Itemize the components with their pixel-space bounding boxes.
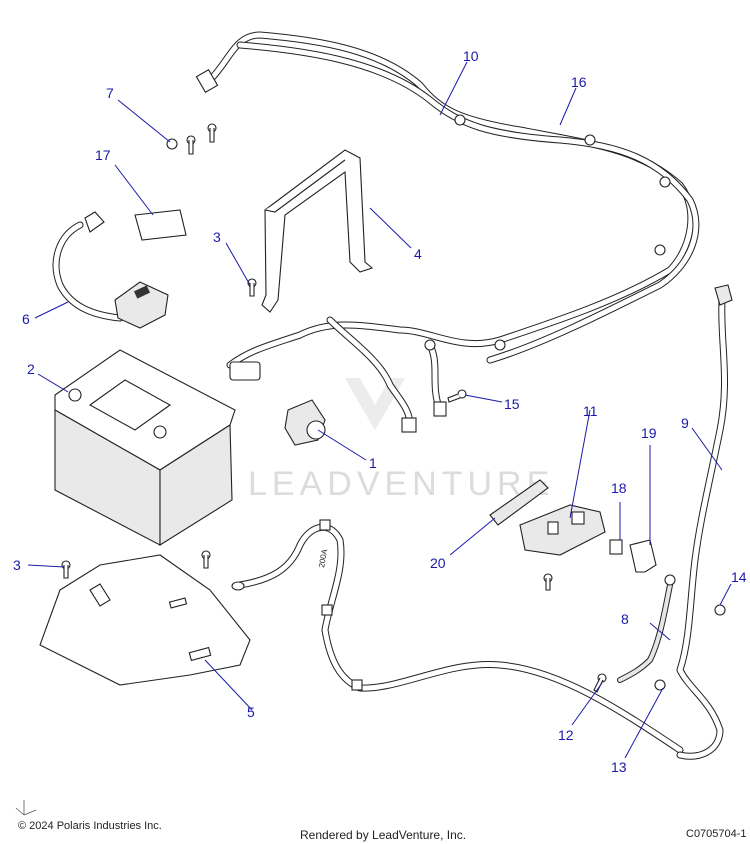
rendered-by-text: Rendered by LeadVenture, Inc. xyxy=(300,828,467,842)
cable-label: 200A xyxy=(317,548,329,569)
connector-18 xyxy=(609,539,623,555)
bolt-12 xyxy=(593,673,607,693)
callout-4: 4 xyxy=(414,246,422,262)
callout-2: 2 xyxy=(27,361,35,377)
callout-6: 6 xyxy=(22,311,30,327)
callout-14: 14 xyxy=(731,569,747,585)
callout-11: 11 xyxy=(583,403,598,419)
battery-cable-negative xyxy=(52,211,169,329)
leader-lines xyxy=(27,61,732,759)
fuse-block xyxy=(519,504,606,591)
screw-15 xyxy=(447,389,467,403)
callout-19: 19 xyxy=(641,425,657,441)
callouts: 1 2 3 3 4 5 6 7 8 9 10 11 12 13 14 15 16… xyxy=(13,48,747,775)
copyright-text: © 2024 Polaris Industries Inc. xyxy=(18,820,162,832)
callout-17: 17 xyxy=(95,147,111,163)
callout-3-upper: 3 xyxy=(213,229,221,245)
callout-1: 1 xyxy=(369,455,377,471)
cable-9 xyxy=(676,284,733,760)
watermark-logo-icon xyxy=(345,378,405,430)
callout-13: 13 xyxy=(611,759,627,775)
solenoid xyxy=(284,399,326,446)
callout-7: 7 xyxy=(106,85,114,101)
callout-10: 10 xyxy=(463,48,479,64)
callout-16: 16 xyxy=(571,74,587,90)
positive-cable-200a: 200A xyxy=(231,519,684,754)
diagram-code: C0705704-1 xyxy=(686,828,747,840)
callout-5: 5 xyxy=(247,704,255,720)
nut-14 xyxy=(714,604,726,616)
hardware-7 xyxy=(166,123,217,155)
axis-triad-icon xyxy=(15,800,37,816)
callout-18: 18 xyxy=(611,480,627,496)
callout-8: 8 xyxy=(621,611,629,627)
bracket-19 xyxy=(629,539,657,573)
main-wire-harness xyxy=(195,31,700,433)
screw-upper xyxy=(247,278,257,297)
decal xyxy=(134,209,187,241)
battery-tray xyxy=(39,554,251,686)
gasket-plate xyxy=(489,479,549,526)
callout-9: 9 xyxy=(681,415,689,431)
callout-15: 15 xyxy=(504,396,520,412)
callout-3-lower: 3 xyxy=(13,557,21,573)
callout-12: 12 xyxy=(558,727,574,743)
cable-8 xyxy=(617,574,676,683)
battery xyxy=(54,349,236,546)
callout-20: 20 xyxy=(430,555,446,571)
screw-lower xyxy=(61,550,211,579)
watermark-text: LEADVENTURE xyxy=(248,465,554,503)
battery-bracket xyxy=(261,149,374,313)
terminal-13 xyxy=(654,679,666,691)
